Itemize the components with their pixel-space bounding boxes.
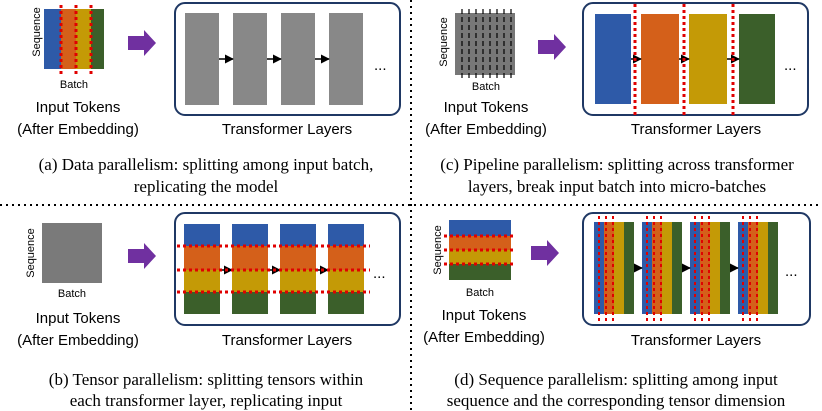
sequence-slice-blue: [449, 220, 511, 236]
flow-arrow-icon: [531, 240, 559, 266]
flow-arrow-icon: [128, 243, 156, 269]
input-token-block: [42, 223, 102, 283]
micro-batch-lines: [461, 9, 512, 79]
transformer-layer: [281, 13, 315, 105]
ellipsis: ...: [784, 57, 797, 74]
input-tokens-label: Input Tokens: [36, 99, 121, 116]
quadrant-a-data-parallelism: Sequence Batch Input Tokens (After Embed…: [17, 2, 401, 196]
transformer-layers-label: Transformer Layers: [222, 121, 352, 138]
batch-label: Batch: [58, 288, 86, 300]
transformer-layer: [185, 13, 219, 105]
caption-line-2: sequence and the corresponding tensor di…: [447, 391, 786, 410]
transformer-layer: [328, 224, 364, 314]
after-embedding-label: (After Embedding): [17, 121, 139, 138]
sequence-label: Sequence: [432, 225, 444, 275]
ellipsis: ...: [374, 57, 387, 74]
caption-line-1: (c) Pipeline parallelism: splitting acro…: [440, 155, 794, 174]
input-tokens-label: Input Tokens: [36, 310, 121, 327]
transformer-layer: [329, 13, 363, 105]
caption-line-2: layers, break input batch into micro-bat…: [468, 177, 766, 196]
input-tokens-label: Input Tokens: [444, 99, 529, 116]
after-embedding-label: (After Embedding): [17, 332, 139, 349]
after-embedding-label: (After Embedding): [425, 121, 547, 138]
batch-slice-yellow: [76, 9, 91, 69]
transformer-panel: [582, 2, 809, 116]
flow-arrow-icon: [538, 34, 566, 60]
transformer-layer: [594, 216, 634, 322]
transformer-layers-label: Transformer Layers: [222, 332, 352, 349]
transformer-layer: [642, 216, 682, 322]
sequence-label: Sequence: [25, 228, 37, 278]
quadrant-c-pipeline-parallelism: Sequence Batch Input Tokens (After Embed…: [425, 2, 809, 196]
transformer-layer: [280, 224, 316, 314]
transformer-layer-yellow: [689, 14, 727, 104]
transformer-panel: [582, 212, 811, 326]
caption-line-1: (d) Sequence parallelism: splitting amon…: [454, 370, 778, 389]
sequence-slice-yellow: [449, 250, 511, 264]
batch-slice-green: [91, 9, 104, 69]
transformer-layer: [232, 224, 268, 314]
transformer-layer-green: [739, 14, 775, 104]
caption-line-1: (a) Data parallelism: splitting among in…: [39, 155, 374, 174]
sequence-slice-orange: [449, 236, 511, 250]
transformer-panel: [174, 2, 401, 116]
transformer-panel: [174, 212, 401, 326]
transformer-layer: [738, 216, 778, 322]
batch-label: Batch: [466, 287, 494, 299]
ellipsis: ...: [785, 263, 798, 280]
transformer-layers-label: Transformer Layers: [631, 332, 761, 349]
batch-slice-blue: [44, 9, 61, 69]
sequence-slice-green: [449, 264, 511, 280]
transformer-layer-orange: [641, 14, 679, 104]
ellipsis: ...: [373, 265, 386, 282]
sequence-label: Sequence: [31, 7, 43, 57]
batch-label: Batch: [472, 81, 500, 93]
after-embedding-label: (After Embedding): [423, 329, 545, 346]
batch-label: Batch: [60, 79, 88, 91]
flow-arrow-icon: [128, 30, 156, 56]
caption-line-2: replicating the model: [134, 177, 279, 196]
transformer-layers-label: Transformer Layers: [631, 121, 761, 138]
batch-slice-orange: [61, 9, 76, 69]
quadrant-b-tensor-parallelism: Sequence Batch Input Tokens (After Embed…: [17, 212, 401, 410]
transformer-layer: [690, 216, 730, 322]
input-tokens-label: Input Tokens: [442, 307, 527, 324]
transformer-layer-blue: [595, 14, 631, 104]
transformer-layer: [233, 13, 267, 105]
transformer-layer: [184, 224, 220, 314]
input-token-block: [455, 13, 515, 75]
caption-line-1: (b) Tensor parallelism: splitting tensor…: [49, 370, 364, 389]
caption-line-2: each transformer layer, replicating inpu…: [70, 391, 343, 410]
sequence-label: Sequence: [438, 17, 450, 67]
quadrant-d-sequence-parallelism: Sequence Batch Input Tokens (After Embed…: [423, 212, 811, 410]
